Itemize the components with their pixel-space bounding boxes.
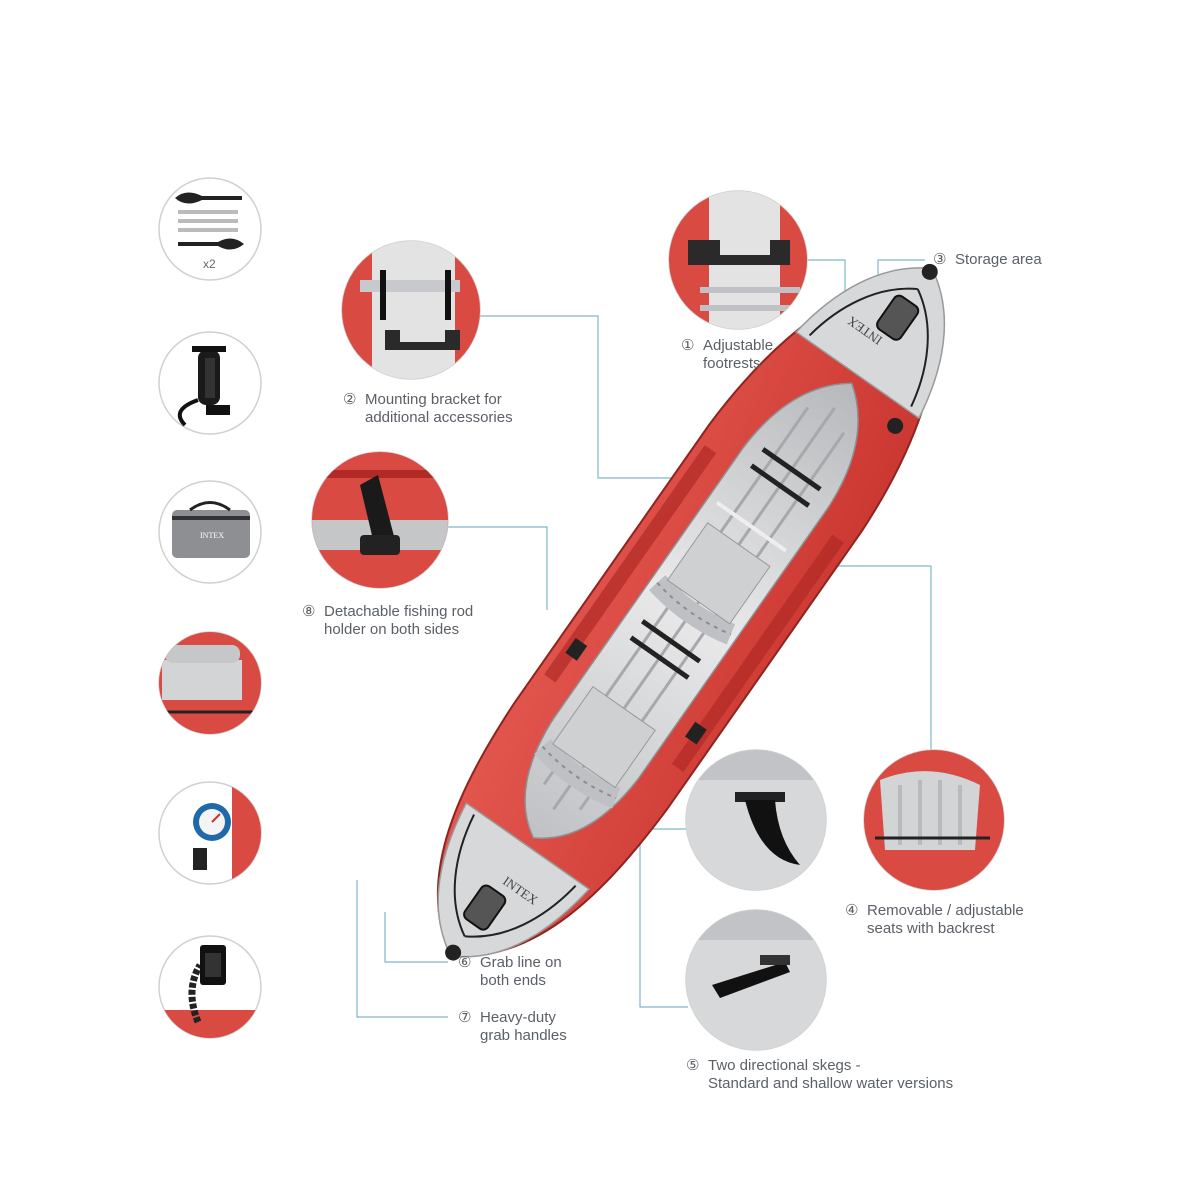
svg-text:INTEX: INTEX (200, 531, 224, 540)
kayak-handle-rear (463, 884, 507, 931)
kayak-handle-front (876, 294, 920, 341)
kayak: INTEX INTEX (436, 263, 946, 961)
detail-footrests (668, 190, 808, 330)
detail-fishing-rod-holder (311, 451, 449, 589)
detail-seat-backrest (863, 749, 1005, 891)
svg-text:x2: x2 (203, 257, 216, 271)
detail-skeg-standard (685, 749, 827, 891)
kayak-seat-front (649, 522, 771, 645)
leader-line-grabline (384, 912, 448, 963)
detail-skeg-shallow (685, 909, 827, 1051)
accessory-pressure-gauge (158, 781, 262, 885)
accessory-carry-bag: INTEX (158, 480, 262, 584)
accessory-paddles: x2 (158, 177, 262, 281)
accessory-seat (158, 631, 262, 735)
kayak-seat-rear (534, 685, 656, 809)
accessory-phone-mount (158, 935, 262, 1039)
leader-line-handles (356, 880, 448, 1018)
detail-mounting-bracket (341, 240, 481, 380)
leader-line-fishing (446, 526, 548, 610)
accessory-hand-pump (158, 331, 262, 435)
